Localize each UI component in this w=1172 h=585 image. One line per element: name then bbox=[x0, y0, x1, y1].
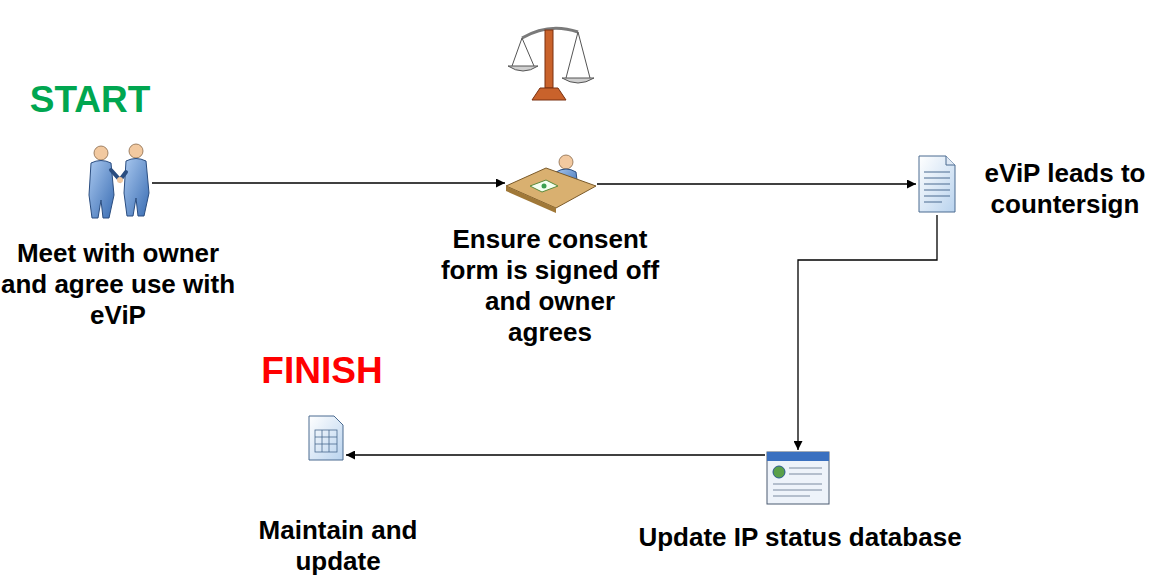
handshake-icon bbox=[89, 144, 149, 218]
flow-arrow bbox=[597, 183, 916, 184]
process-step: Meet with owner and agree use with eViP bbox=[88, 148, 152, 218]
flow-arrow bbox=[152, 182, 505, 183]
desk-icon bbox=[506, 155, 596, 213]
document-icon bbox=[919, 156, 955, 212]
scales-icon bbox=[508, 28, 594, 100]
flow-arrow bbox=[346, 454, 765, 455]
flow-marker: START bbox=[30, 79, 151, 121]
flow-arrow bbox=[798, 215, 937, 450]
step-label: eViP leads to countersign bbox=[965, 158, 1165, 220]
step-label: Meet with owner and agree use with eViP bbox=[0, 238, 238, 331]
spreadsheet-icon bbox=[309, 416, 343, 460]
flow-marker: FINISH bbox=[261, 350, 382, 392]
process-step: Ensure consent form is signed off and ow… bbox=[505, 153, 597, 213]
step-label: Update IP status database bbox=[590, 522, 1010, 553]
database-icon bbox=[767, 452, 829, 504]
process-step: Maintain and update bbox=[306, 432, 346, 478]
step-label: Maintain and update bbox=[238, 515, 438, 577]
process-step: eViP leads to countersign bbox=[916, 153, 958, 215]
process-step: Update IP status database bbox=[765, 450, 831, 506]
step-label: Ensure consent form is signed off and ow… bbox=[440, 224, 660, 348]
